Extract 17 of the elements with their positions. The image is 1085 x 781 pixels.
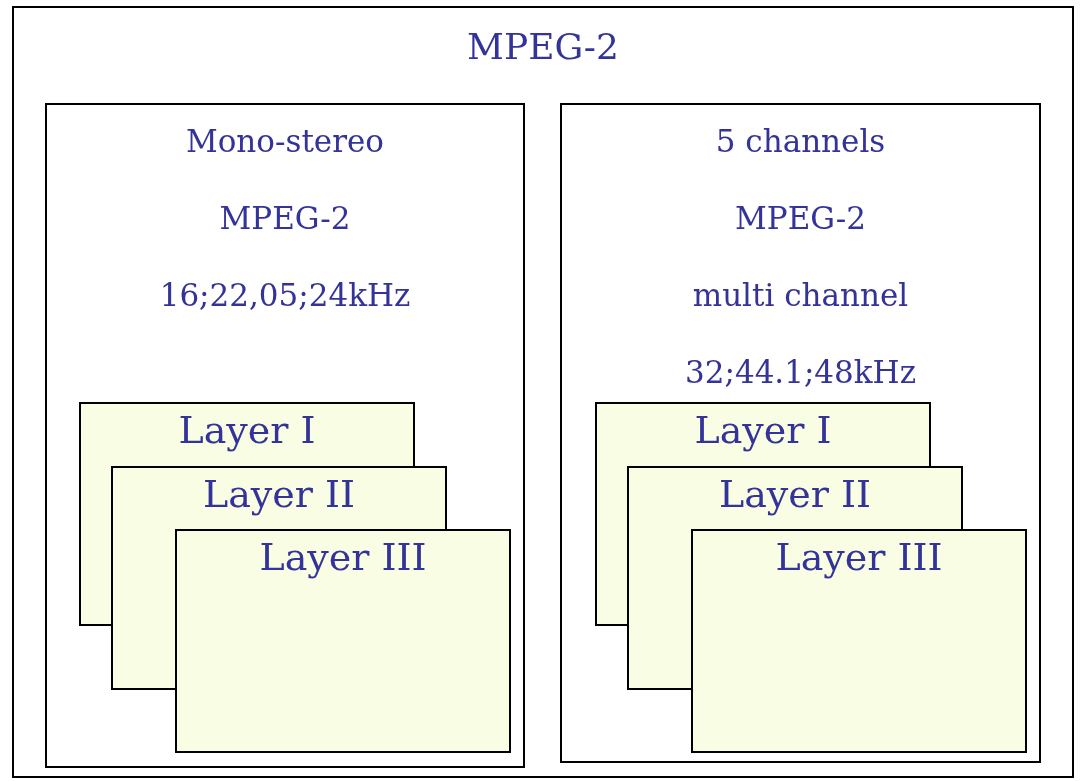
group-text: 5 channels: [715, 123, 886, 159]
layer-title: Layer II: [202, 472, 356, 516]
group-text: MPEG-2: [219, 200, 351, 236]
group-box: [560, 103, 1041, 763]
layer-title: Layer III: [775, 535, 943, 579]
group-box: [45, 103, 525, 768]
layer-title: Layer III: [259, 535, 427, 579]
outer-frame-box: [12, 6, 1074, 778]
group-text: Mono-stereo: [185, 123, 385, 159]
group-text: multi channel: [692, 277, 909, 313]
layer-title: Layer I: [178, 408, 316, 452]
layer-title: Layer I: [694, 408, 832, 452]
layer-title: Layer II: [718, 472, 872, 516]
group-text: 32;44.1;48kHz: [685, 354, 916, 390]
diagram-heading: MPEG-2: [467, 26, 619, 67]
group-text: MPEG-2: [735, 200, 866, 236]
group-text: 16;22,05;24kHz: [159, 277, 411, 313]
